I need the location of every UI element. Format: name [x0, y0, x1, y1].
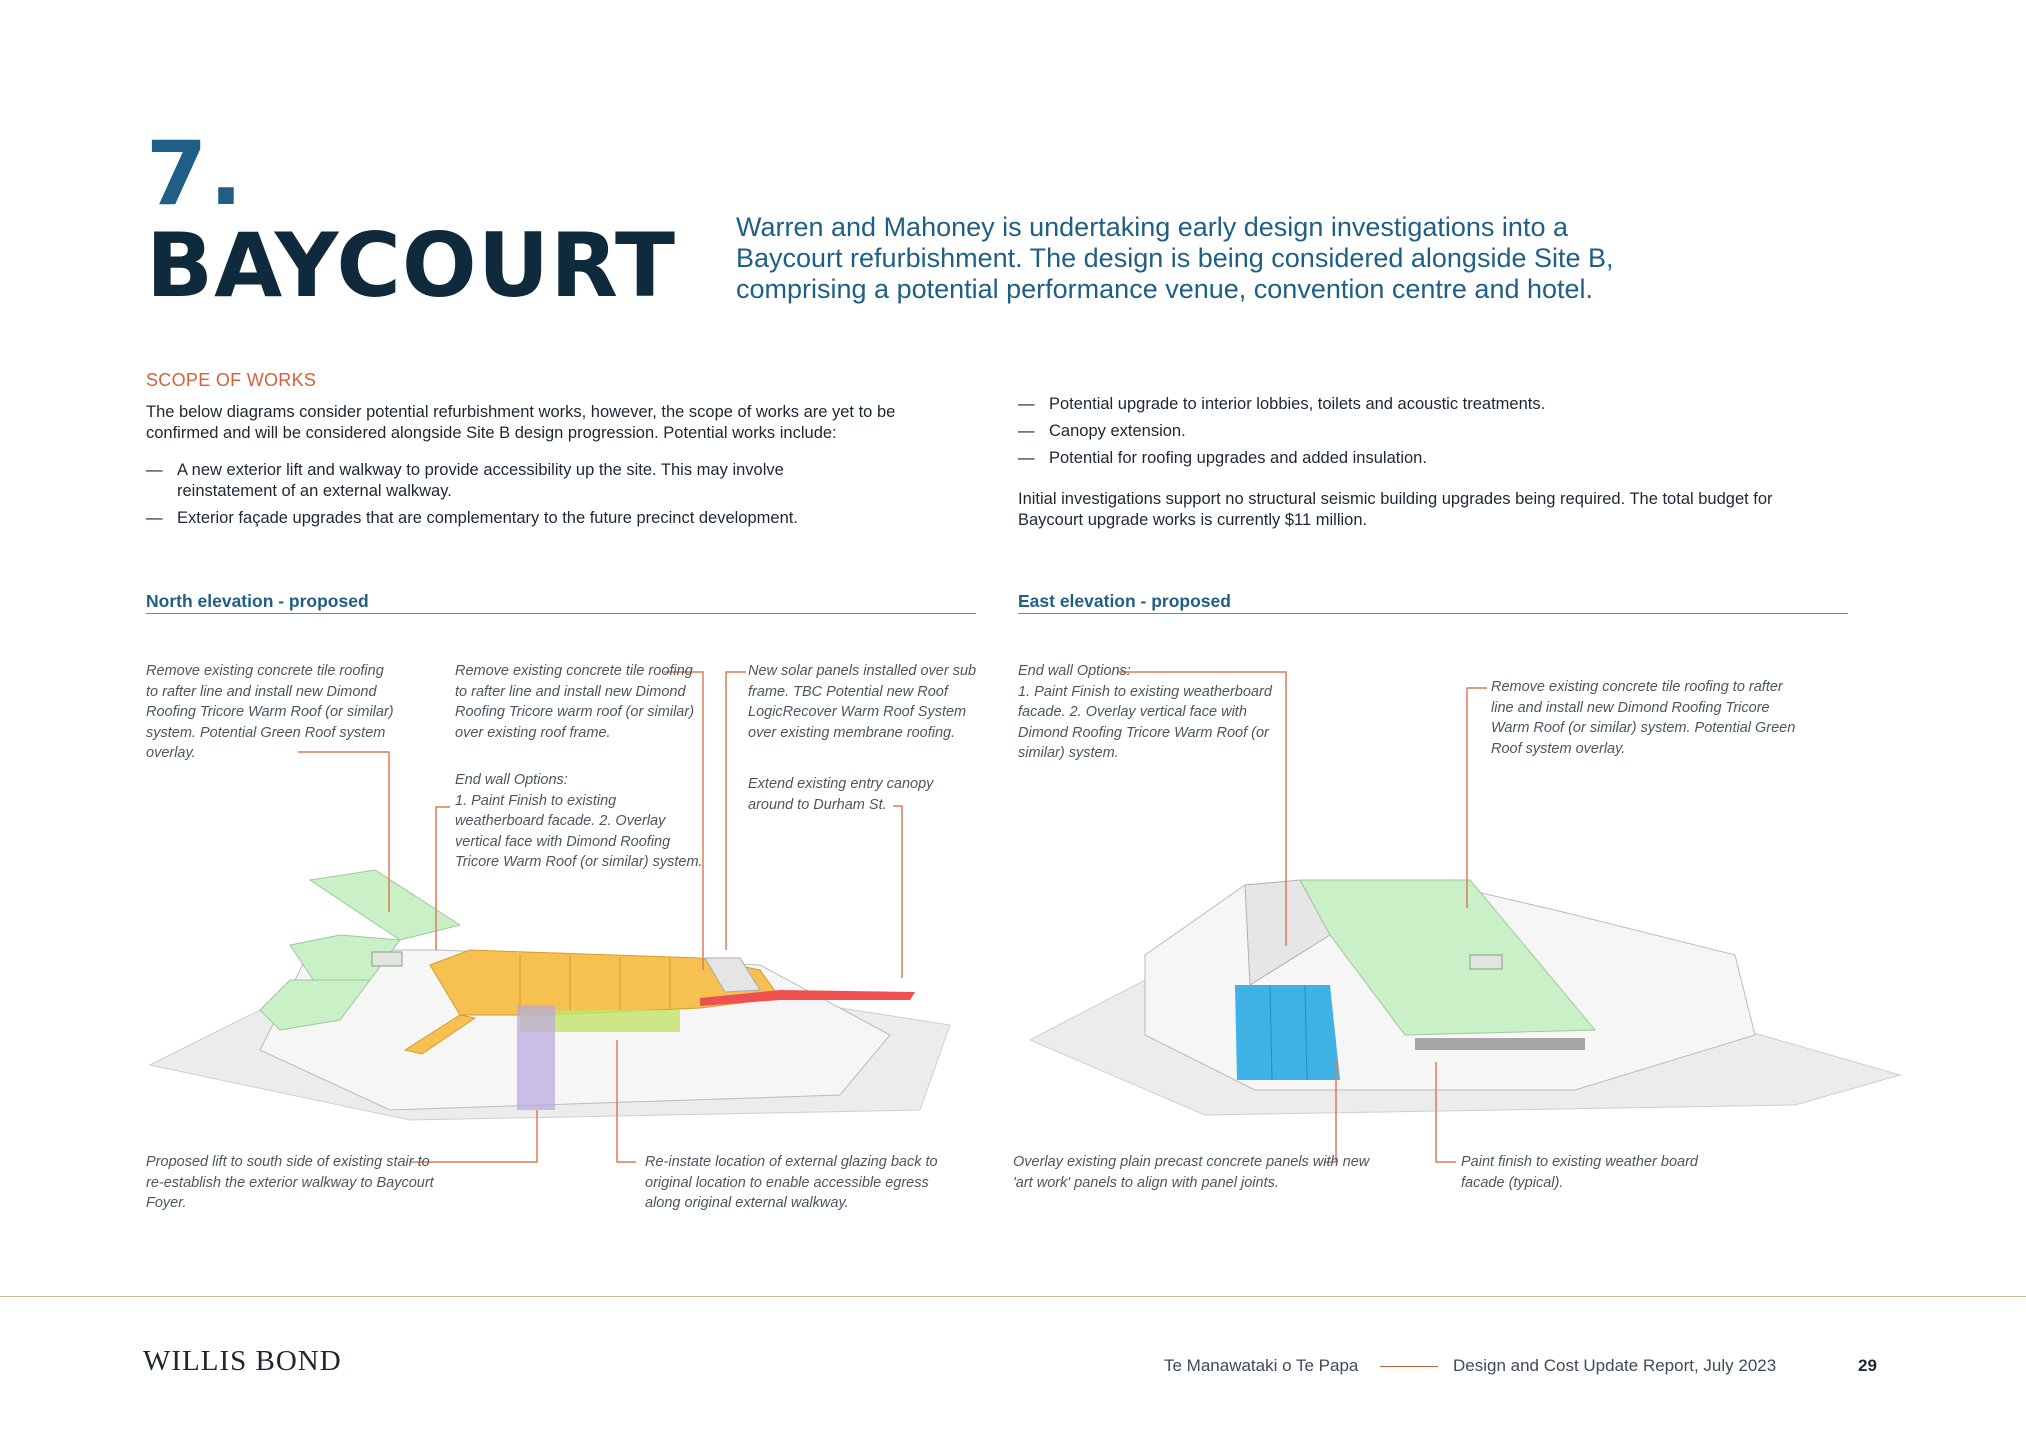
scope-paragraph: The below diagrams consider potential re… [146, 403, 896, 442]
green-roof-lower [259, 979, 371, 1031]
footer-separator [1380, 1366, 1438, 1367]
note-north-glazing: Re-instate location of external glazing … [645, 1154, 938, 1211]
skylight [371, 951, 403, 967]
north-elevation-diagram [148, 869, 951, 1121]
note-east-end-wall: End wall Options: 1. Paint Finish to exi… [1018, 663, 1272, 761]
weatherboard-facade [1415, 1038, 1585, 1050]
note-north-lift: Proposed lift to south side of existing … [146, 1154, 434, 1211]
east-heading-rule [1018, 613, 1848, 614]
page-number: 29 [1858, 1356, 1877, 1375]
scope-bullets-right: Potential upgrade to interior lobbies, t… [1018, 394, 1878, 475]
footer-report: Design and Cost Update Report, July 2023 [1453, 1356, 1777, 1375]
bullet-item: A new exterior lift and walkway to provi… [146, 460, 866, 502]
art-work-panels [1235, 985, 1340, 1080]
footer-rule [0, 1296, 2026, 1297]
note-east-art-panels: Overlay existing plain precast concrete … [1013, 1154, 1370, 1191]
skylight [1469, 954, 1503, 970]
willis-bond-logo: WILLIS BOND [143, 1345, 342, 1377]
note-north-end-wall: End wall Options: 1. Paint Finish to exi… [455, 772, 703, 870]
note-north-orange-roof: Remove existing concrete tile roofing to… [455, 663, 695, 741]
page-title: BAYCOURT [146, 214, 677, 317]
note-east-paint: Paint finish to existing weather board f… [1461, 1154, 1698, 1191]
east-elevation-diagram [1028, 879, 1902, 1116]
scope-heading: SCOPE OF WORKS [146, 370, 317, 390]
canopy-extension [700, 990, 915, 1006]
east-elevation-heading: East elevation - proposed [1018, 591, 1231, 611]
section-number: 7. [146, 122, 245, 225]
proposed-lift [517, 1005, 555, 1110]
walkway-stair [403, 1014, 477, 1055]
green-roof-upper [308, 869, 462, 941]
budget-paragraph: Initial investigations support no struct… [1018, 490, 1773, 529]
note-east-roof: Remove existing concrete tile roofing to… [1491, 679, 1796, 757]
bullet-item: Potential for roofing upgrades and added… [1018, 448, 1878, 469]
north-heading-rule [146, 613, 976, 614]
footer-project: Te Manawataki o Te Papa [1164, 1356, 1359, 1375]
north-elevation-heading: North elevation - proposed [146, 591, 369, 611]
green-roof [1299, 879, 1597, 1036]
bullet-item: Canopy extension. [1018, 421, 1878, 442]
glazing-band [520, 1010, 680, 1032]
scope-bullets-left: A new exterior lift and walkway to provi… [146, 460, 866, 535]
note-north-canopy: Extend existing entry canopy around to D… [748, 776, 934, 813]
intro-text: Warren and Mahoney is undertaking early … [736, 212, 1614, 304]
bullet-item: Potential upgrade to interior lobbies, t… [1018, 394, 1878, 415]
bullet-item: Exterior façade upgrades that are comple… [146, 508, 866, 529]
solar-panels [704, 957, 761, 993]
note-north-solar: New solar panels installed over sub fram… [748, 663, 977, 741]
note-north-green-roof: Remove existing concrete tile roofing to… [146, 663, 394, 761]
